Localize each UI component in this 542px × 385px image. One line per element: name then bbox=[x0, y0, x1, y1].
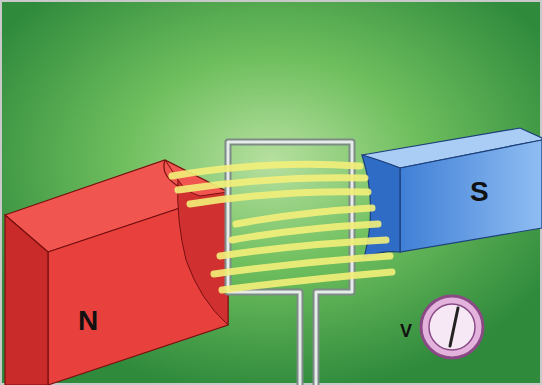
meter-label: V bbox=[400, 322, 412, 340]
pole-label: S bbox=[470, 178, 489, 206]
north-magnet bbox=[5, 160, 228, 385]
voltmeter-symbol bbox=[421, 296, 483, 358]
magnetic-field-lines bbox=[172, 164, 392, 290]
pole-label: N bbox=[78, 307, 98, 335]
